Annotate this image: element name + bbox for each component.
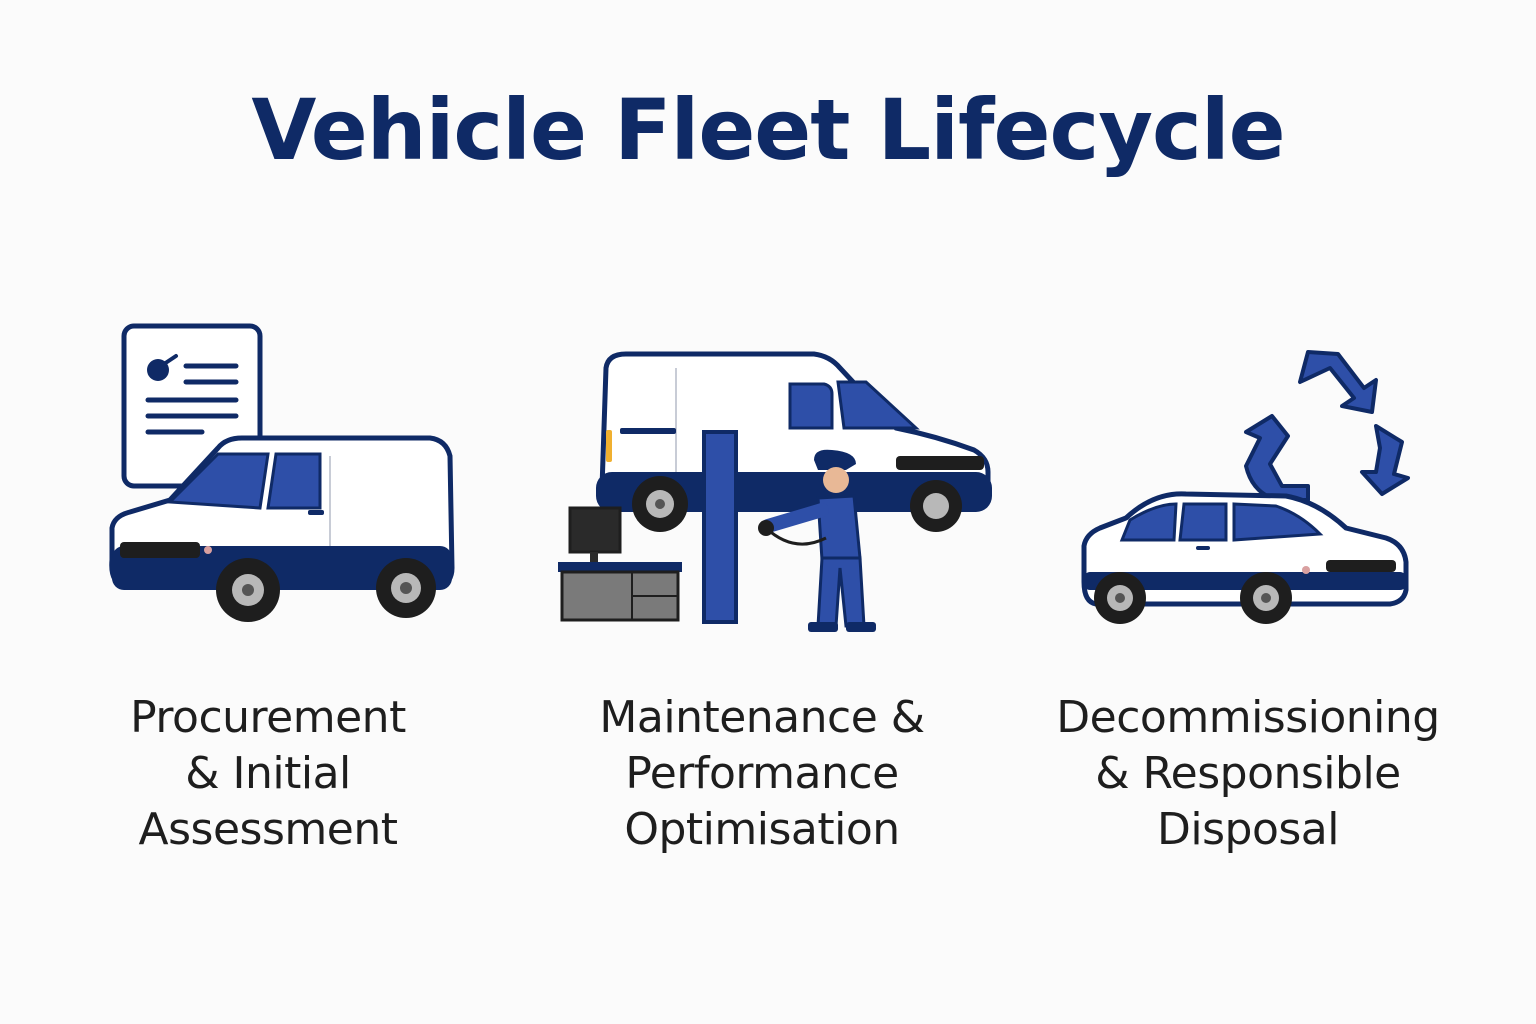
recycle-car-icon (1081, 350, 1410, 624)
workbench-icon (558, 506, 682, 622)
stage-label-decommissioning: Decommissioning & Responsible Disposal (1018, 690, 1478, 858)
stage-label-line: Decommissioning (1056, 692, 1440, 743)
page-title: Vehicle Fleet Lifecycle (251, 81, 1285, 179)
lifted-van-icon (596, 351, 992, 532)
stage-label-line: & Responsible (1095, 748, 1401, 799)
stage-label-line: Optimisation (624, 804, 900, 855)
stage-label-procurement: Procurement & Initial Assessment (38, 690, 498, 858)
stage-label-line: Disposal (1157, 804, 1340, 855)
van-on-lift-mechanic-icon (558, 351, 992, 632)
document-van-icon (109, 323, 455, 622)
stage-label-line: & Initial (185, 748, 351, 799)
stage-label-maintenance: Maintenance & Performance Optimisation (532, 690, 992, 858)
stage-label-line: Maintenance & (599, 692, 925, 743)
van-icon (109, 435, 455, 622)
stage-label-line: Assessment (138, 804, 398, 855)
car-icon (1081, 491, 1409, 624)
recycle-icon (1244, 350, 1410, 502)
stage-label-line: Procurement (130, 692, 406, 743)
stage-label-line: Performance (625, 748, 899, 799)
lift-post-icon (702, 430, 738, 624)
mechanic-icon (758, 449, 876, 632)
